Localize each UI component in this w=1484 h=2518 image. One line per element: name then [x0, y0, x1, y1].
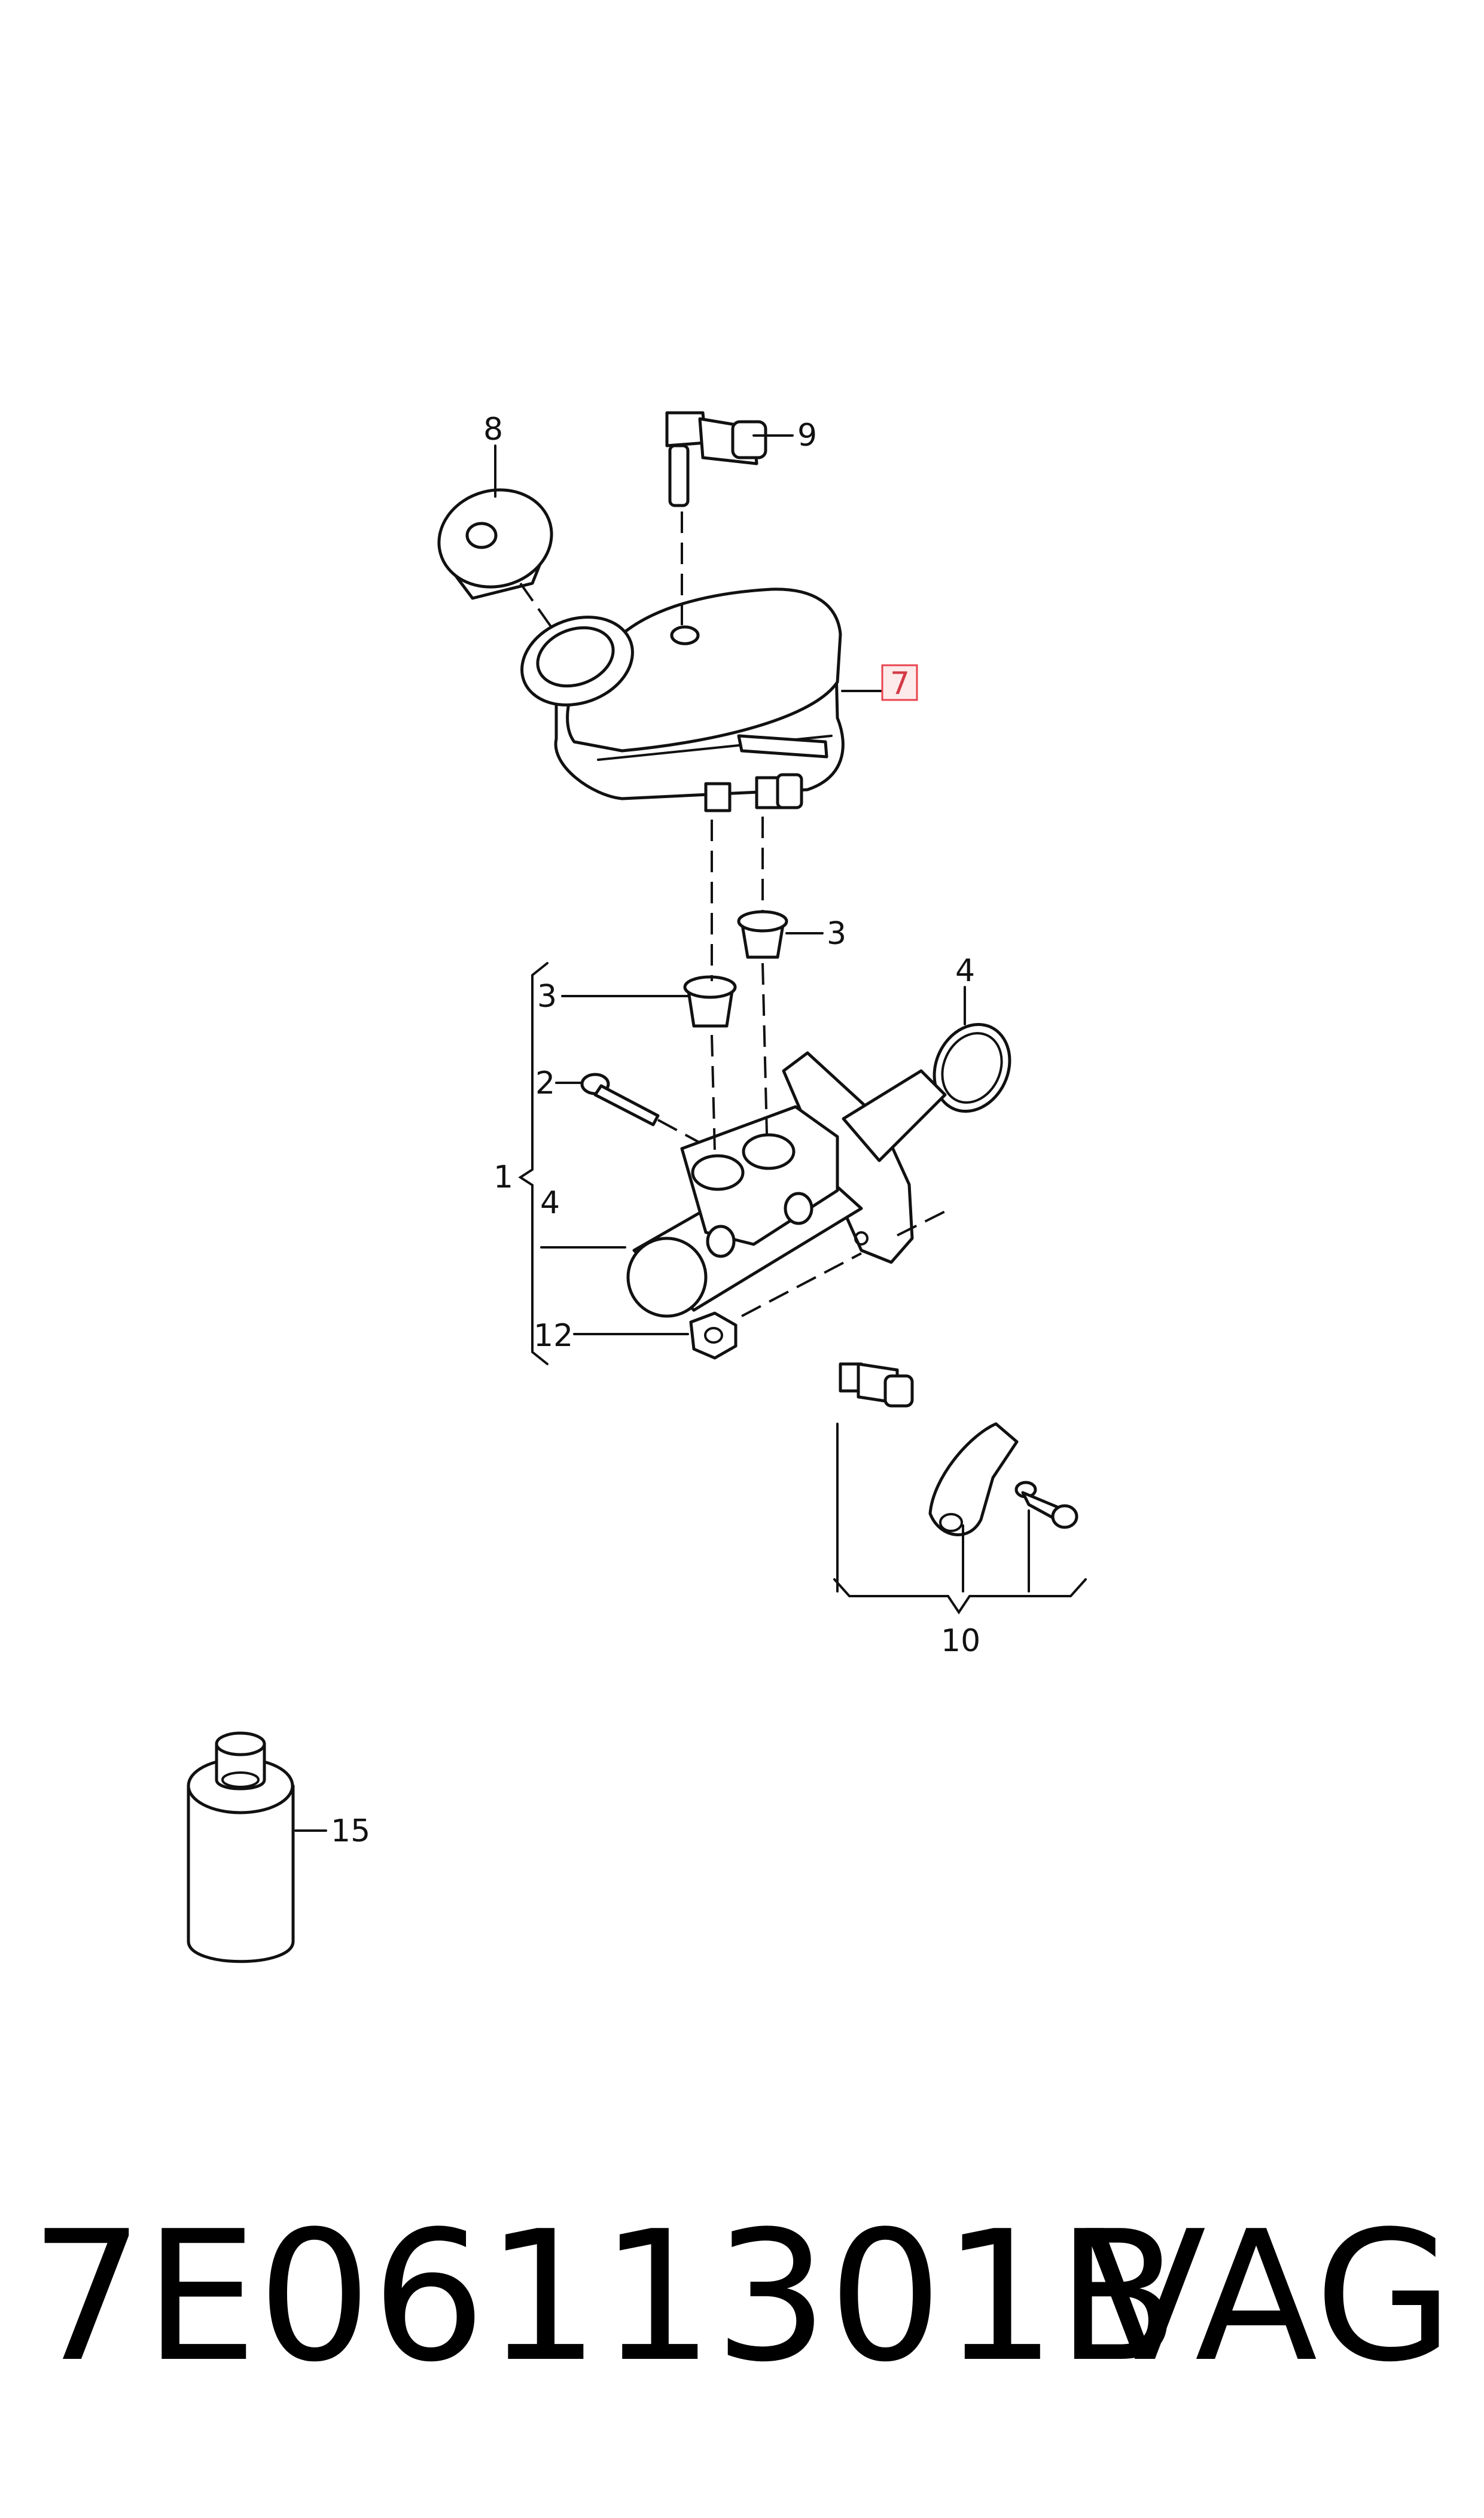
grommet-upper[interactable] — [737, 910, 788, 959]
callout-3-upper: 3 — [827, 916, 846, 952]
callout-3-lower: 3 — [537, 979, 557, 1015]
bracket-bolt[interactable] — [1014, 1481, 1078, 1529]
callout-4-cylinder: 4 — [540, 1185, 560, 1221]
callout-15: 15 — [331, 1813, 370, 1849]
fluid-level-sensor[interactable] — [665, 411, 767, 507]
callout-12: 12 — [534, 1318, 573, 1354]
callout-9: 9 — [797, 418, 817, 453]
brake-fluid-bottle[interactable] — [187, 1731, 295, 1963]
hex-nut[interactable] — [689, 1311, 738, 1360]
callout-1: 1 — [493, 1159, 513, 1195]
seal-ring[interactable] — [921, 1012, 1023, 1124]
footer-part-number: 7E0611301B — [30, 2193, 1180, 2401]
switch-bracket[interactable] — [928, 1422, 1019, 1536]
brake-light-switch[interactable] — [839, 1362, 914, 1408]
footer-brand: VAG — [1083, 2193, 1453, 2401]
brake-fluid-reservoir[interactable] — [510, 587, 845, 812]
assembly-lines — [519, 511, 952, 1317]
callout-7-highlight — [881, 664, 918, 701]
footer: 7E0611301B VAG — [30, 2178, 1453, 2417]
callout-8: 8 — [483, 412, 503, 447]
retaining-pin[interactable] — [580, 1073, 660, 1126]
leader-lines — [294, 434, 1087, 1832]
callout-labels: 8 9 7 3 3 4 2 1 4 12 10 15 — [331, 412, 980, 1849]
callout-4-seal: 4 — [955, 953, 975, 989]
callout-10: 10 — [941, 1623, 980, 1659]
reservoir-cap[interactable] — [428, 477, 563, 600]
callout-2: 2 — [535, 1065, 555, 1101]
brake-master-cylinder[interactable] — [626, 1051, 947, 1318]
grommet-lower[interactable] — [683, 975, 737, 1028]
callout-7: 7 — [890, 666, 910, 702]
